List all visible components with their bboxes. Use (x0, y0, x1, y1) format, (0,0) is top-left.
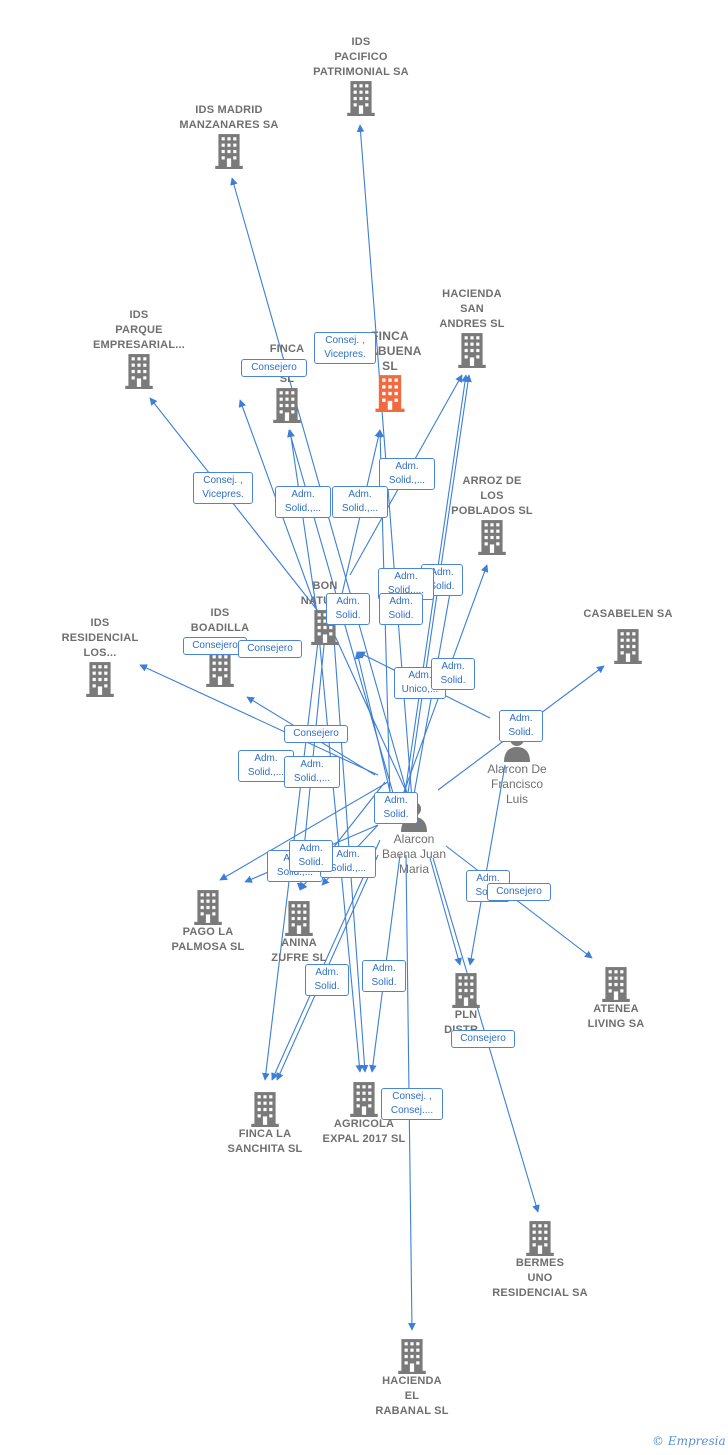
edge-label[interactable]: Consej. , Vicepres. (314, 332, 376, 364)
building-icon (601, 966, 631, 1002)
edge-label[interactable]: Consej. , Vicepres. (193, 472, 253, 504)
node-arroz-poblados[interactable]: ARROZ DE LOS POBLADOS SL (444, 474, 540, 555)
edge-label[interactable]: Adm. Solid.,... (284, 756, 340, 788)
node-bermes[interactable]: BERMES UNO RESIDENCIAL SA (482, 1220, 598, 1301)
brand-logo: Empresia (667, 1434, 726, 1448)
node-finca-2[interactable]: FINCA ... SL (256, 342, 318, 423)
node-label: PAGO LA PALMOSA SL (171, 926, 245, 953)
relationship-link (219, 781, 389, 881)
edge-label[interactable]: Consejero (487, 883, 551, 901)
building-icon (284, 900, 314, 936)
node-label: IDS MADRID MANZANARES SA (179, 104, 279, 131)
relationship-link (329, 624, 411, 801)
relationship-link (271, 839, 381, 1081)
node-label: IDS BOADILLA ... (190, 607, 250, 649)
edge-label[interactable]: Adm. Solid.,... (332, 486, 388, 518)
building-icon (613, 628, 643, 664)
node-finca-sanchita[interactable]: FINCA LA SANCHITA SL (214, 1091, 316, 1157)
node-label: AGRICOLA EXPAL 2017 SL (322, 1118, 406, 1145)
edge-label[interactable]: Consejero (451, 1030, 515, 1048)
copyright-icon: © (652, 1434, 664, 1448)
building-icon (272, 387, 302, 423)
node-anina-zufre[interactable]: ANINA ZUFRE SL (258, 900, 340, 966)
node-ids-boadilla[interactable]: IDS BOADILLA ... (180, 606, 260, 687)
building-icon (477, 519, 507, 555)
edge-label[interactable]: Adm. Solid. (305, 964, 349, 996)
node-label: CASABELEN SA (583, 608, 673, 620)
node-label: HACIENDA EL RABANAL SL (375, 1375, 449, 1417)
node-pago-palmosa[interactable]: PAGO LA PALMOSA SL (158, 889, 258, 955)
node-label: ATENEA LIVING SA (587, 1003, 645, 1030)
relationship-link (429, 857, 462, 966)
edge-label[interactable]: Consejero (241, 359, 307, 377)
edge-label[interactable]: Adm. Solid. (499, 710, 543, 742)
building-icon (193, 889, 223, 925)
node-casabelen[interactable]: CASABELEN SA (578, 607, 678, 664)
building-icon (346, 80, 376, 116)
node-label: ANINA ZUFRE SL (271, 937, 327, 964)
node-agricola-expal[interactable]: AGRICOLA EXPAL 2017 SL (312, 1081, 416, 1147)
person-label: Alarcon De Francisco Luis (487, 762, 547, 806)
node-pln-distr[interactable]: PLN DISTR... (426, 972, 506, 1038)
building-icon (214, 133, 244, 169)
edge-label[interactable]: Adm. Solid. (362, 960, 406, 992)
node-hacienda-san-andres[interactable]: HACIENDA SAN ANDRES SL (424, 287, 520, 368)
node-label: IDS PACIFICO PATRIMONIAL SA (313, 36, 409, 78)
building-icon (451, 972, 481, 1008)
node-label: IDS RESIDENCIAL LOS... (61, 617, 139, 659)
edge-label[interactable]: Consejero (238, 640, 302, 658)
edge-label[interactable]: Adm. Solid.,... (275, 486, 331, 518)
node-label: BERMES UNO RESIDENCIAL SA (492, 1257, 588, 1299)
node-label: ARROZ DE LOS POBLADOS SL (451, 475, 533, 517)
building-icon (525, 1220, 555, 1256)
node-label: HACIENDA SAN ANDRES SL (439, 288, 505, 330)
person-label: Alarcon Baena Juan Maria (381, 832, 447, 876)
edge-label[interactable]: Adm. Solid.,... (379, 458, 435, 490)
building-icon (457, 332, 487, 368)
node-atenea[interactable]: ATENEA LIVING SA (570, 966, 662, 1032)
relationship-link (467, 764, 506, 966)
relationship-link (149, 397, 326, 621)
relationship-link (287, 429, 319, 621)
person-alarcon-baena[interactable]: Alarcon Baena Juan Maria (372, 800, 456, 877)
relationship-link (335, 429, 383, 621)
edge-label[interactable]: Adm. Solid. (431, 658, 475, 690)
node-hacienda-rabanal[interactable]: HACIENDA EL RABANAL SL (364, 1338, 460, 1419)
node-ids-parque[interactable]: IDS PARQUE EMPRESARIAL... (84, 308, 194, 389)
edge-label[interactable]: Adm. Solid. (326, 593, 370, 625)
building-icon (349, 1081, 379, 1117)
building-icon (85, 661, 115, 697)
building-icon (250, 1091, 280, 1127)
relationship-link (354, 651, 393, 801)
relationship-link (445, 845, 593, 959)
building-icon (397, 1338, 427, 1374)
brand-footer: © Empresia (652, 1434, 726, 1448)
node-label: FINCA LA SANCHITA SL (227, 1128, 303, 1155)
edge-label[interactable]: Adm. Solid. (379, 593, 423, 625)
node-ids-residencial[interactable]: IDS RESIDENCIAL LOS... (52, 616, 148, 697)
building-icon (124, 353, 154, 389)
edge-label[interactable]: Adm. Solid. (374, 792, 418, 824)
node-ids-pacifico[interactable]: IDS PACIFICO PATRIMONIAL SA (306, 35, 416, 116)
building-icon (205, 651, 235, 687)
edge-label[interactable]: Consej. , Consej.... (381, 1088, 443, 1120)
person-alarcon-francisco[interactable]: Alarcon De Francisco Luis (474, 730, 560, 807)
edge-label[interactable]: Adm. Solid. (289, 840, 333, 872)
building-focus-icon (374, 374, 406, 412)
edge-label[interactable]: Consejero (284, 725, 348, 743)
node-ids-madrid[interactable]: IDS MADRID MANZANARES SA (173, 103, 285, 169)
node-label: IDS PARQUE EMPRESARIAL... (92, 309, 186, 351)
